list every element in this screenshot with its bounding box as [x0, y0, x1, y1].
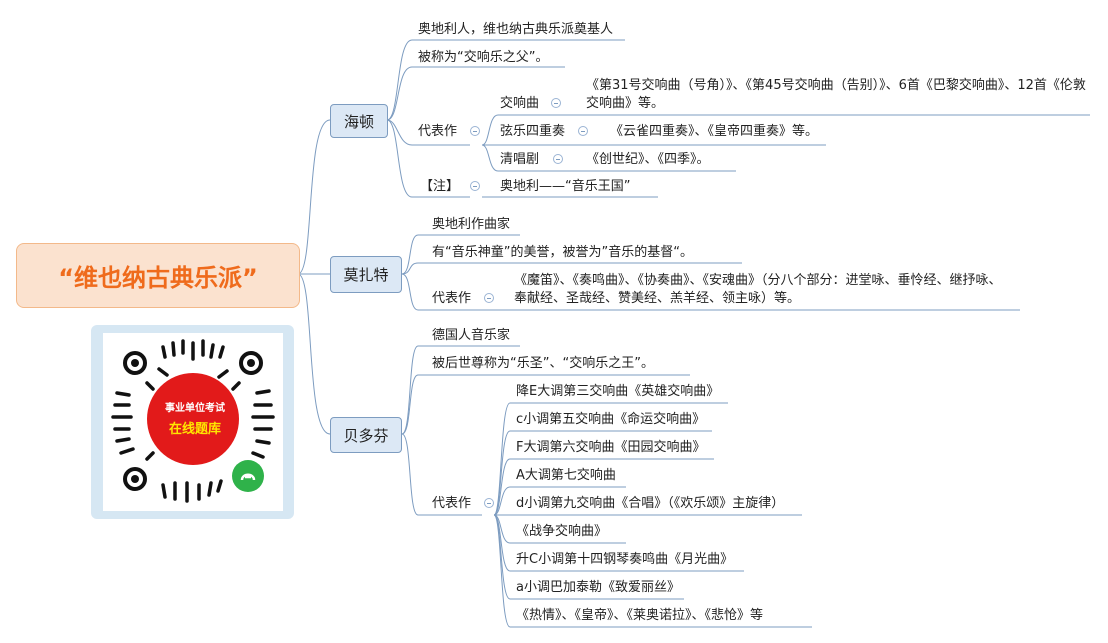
mozart-works-label[interactable]: 代表作: [432, 291, 472, 306]
haydn-note-label[interactable]: 【注】: [420, 179, 460, 194]
branch-mozart[interactable]: 莫扎特: [330, 256, 402, 293]
collapse-toggle-icon[interactable]: [578, 126, 588, 136]
haydn-oratorio-text: 《创世纪》、《四季》。: [586, 152, 710, 167]
mozart-intro: 奥地利作曲家: [432, 217, 511, 232]
collapse-toggle-icon[interactable]: [484, 293, 494, 303]
beethoven-work-item: c小调第五交响曲《命运交响曲》: [516, 412, 706, 427]
haydn-symphony-text: 《第31号交响曲（号角）》、《第45号交响曲（告别）》、6首《巴黎交响曲》、12…: [586, 78, 1086, 111]
haydn-quartet-label[interactable]: 弦乐四重奏: [500, 124, 566, 139]
qr-code: [103, 333, 283, 511]
mozart-title: 有“音乐神童”的美誉，被誉为”音乐的基督“。: [432, 245, 693, 260]
beethoven-work-item: 《战争交响曲》: [516, 524, 608, 539]
beethoven-work-item: a小调巴加泰勒《致爱丽丝》: [516, 580, 680, 595]
haydn-title: 被称为“交响乐之父”。: [418, 50, 549, 65]
haydn-quartet-text: 《云雀四重奏》、《皇帝四重奏》等。: [610, 124, 819, 139]
beethoven-work-item: 降E大调第三交响曲《英雄交响曲》: [516, 384, 720, 399]
root-topic[interactable]: “维也纳古典乐派”: [16, 243, 300, 308]
beethoven-work-item: F大调第六交响曲《田园交响曲》: [516, 440, 706, 455]
haydn-symphony-label[interactable]: 交响曲: [500, 96, 540, 111]
beethoven-intro: 德国人音乐家: [432, 328, 511, 343]
haydn-works-label[interactable]: 代表作: [418, 124, 458, 139]
beethoven-title: 被后世尊称为“乐圣”、“交响乐之王”。: [432, 356, 654, 371]
qr-caption-line1: 事业单位考试: [165, 403, 225, 414]
haydn-intro: 奥地利人，维也纳古典乐派奠基人: [418, 22, 614, 37]
beethoven-work-item: 升C小调第十四钢琴奏鸣曲《月光曲》: [516, 552, 734, 567]
qr-code-pattern-icon: [111, 339, 275, 503]
branch-beethoven[interactable]: 贝多芬: [330, 417, 402, 453]
haydn-note-text: 奥地利——“音乐王国”: [500, 179, 631, 194]
collapse-toggle-icon[interactable]: [484, 498, 494, 508]
mozart-works-text: 《魔笛》、《奏鸣曲》、《协奏曲》、《安魂曲》（分八个部分：进堂咏、垂怜经、继抒咏…: [514, 273, 1002, 306]
beethoven-work-item: 《热情》、《皇帝》、《莱奥诺拉》、《悲怆》等: [516, 608, 764, 623]
collapse-toggle-icon[interactable]: [470, 181, 480, 191]
beethoven-work-item: A大调第七交响曲: [516, 468, 616, 483]
qr-caption-line2: 在线题库: [168, 422, 221, 437]
beethoven-work-item: d小调第九交响曲《合唱》（《欢乐颂》主旋律）: [516, 496, 785, 511]
beethoven-works-label[interactable]: 代表作: [432, 496, 472, 511]
mini-program-icon: [240, 473, 256, 481]
haydn-oratorio-label[interactable]: 清唱剧: [500, 152, 540, 167]
branch-haydn[interactable]: 海顿: [330, 104, 388, 138]
collapse-toggle-icon[interactable]: [470, 126, 480, 136]
collapse-toggle-icon[interactable]: [551, 98, 561, 108]
collapse-toggle-icon[interactable]: [553, 154, 563, 164]
